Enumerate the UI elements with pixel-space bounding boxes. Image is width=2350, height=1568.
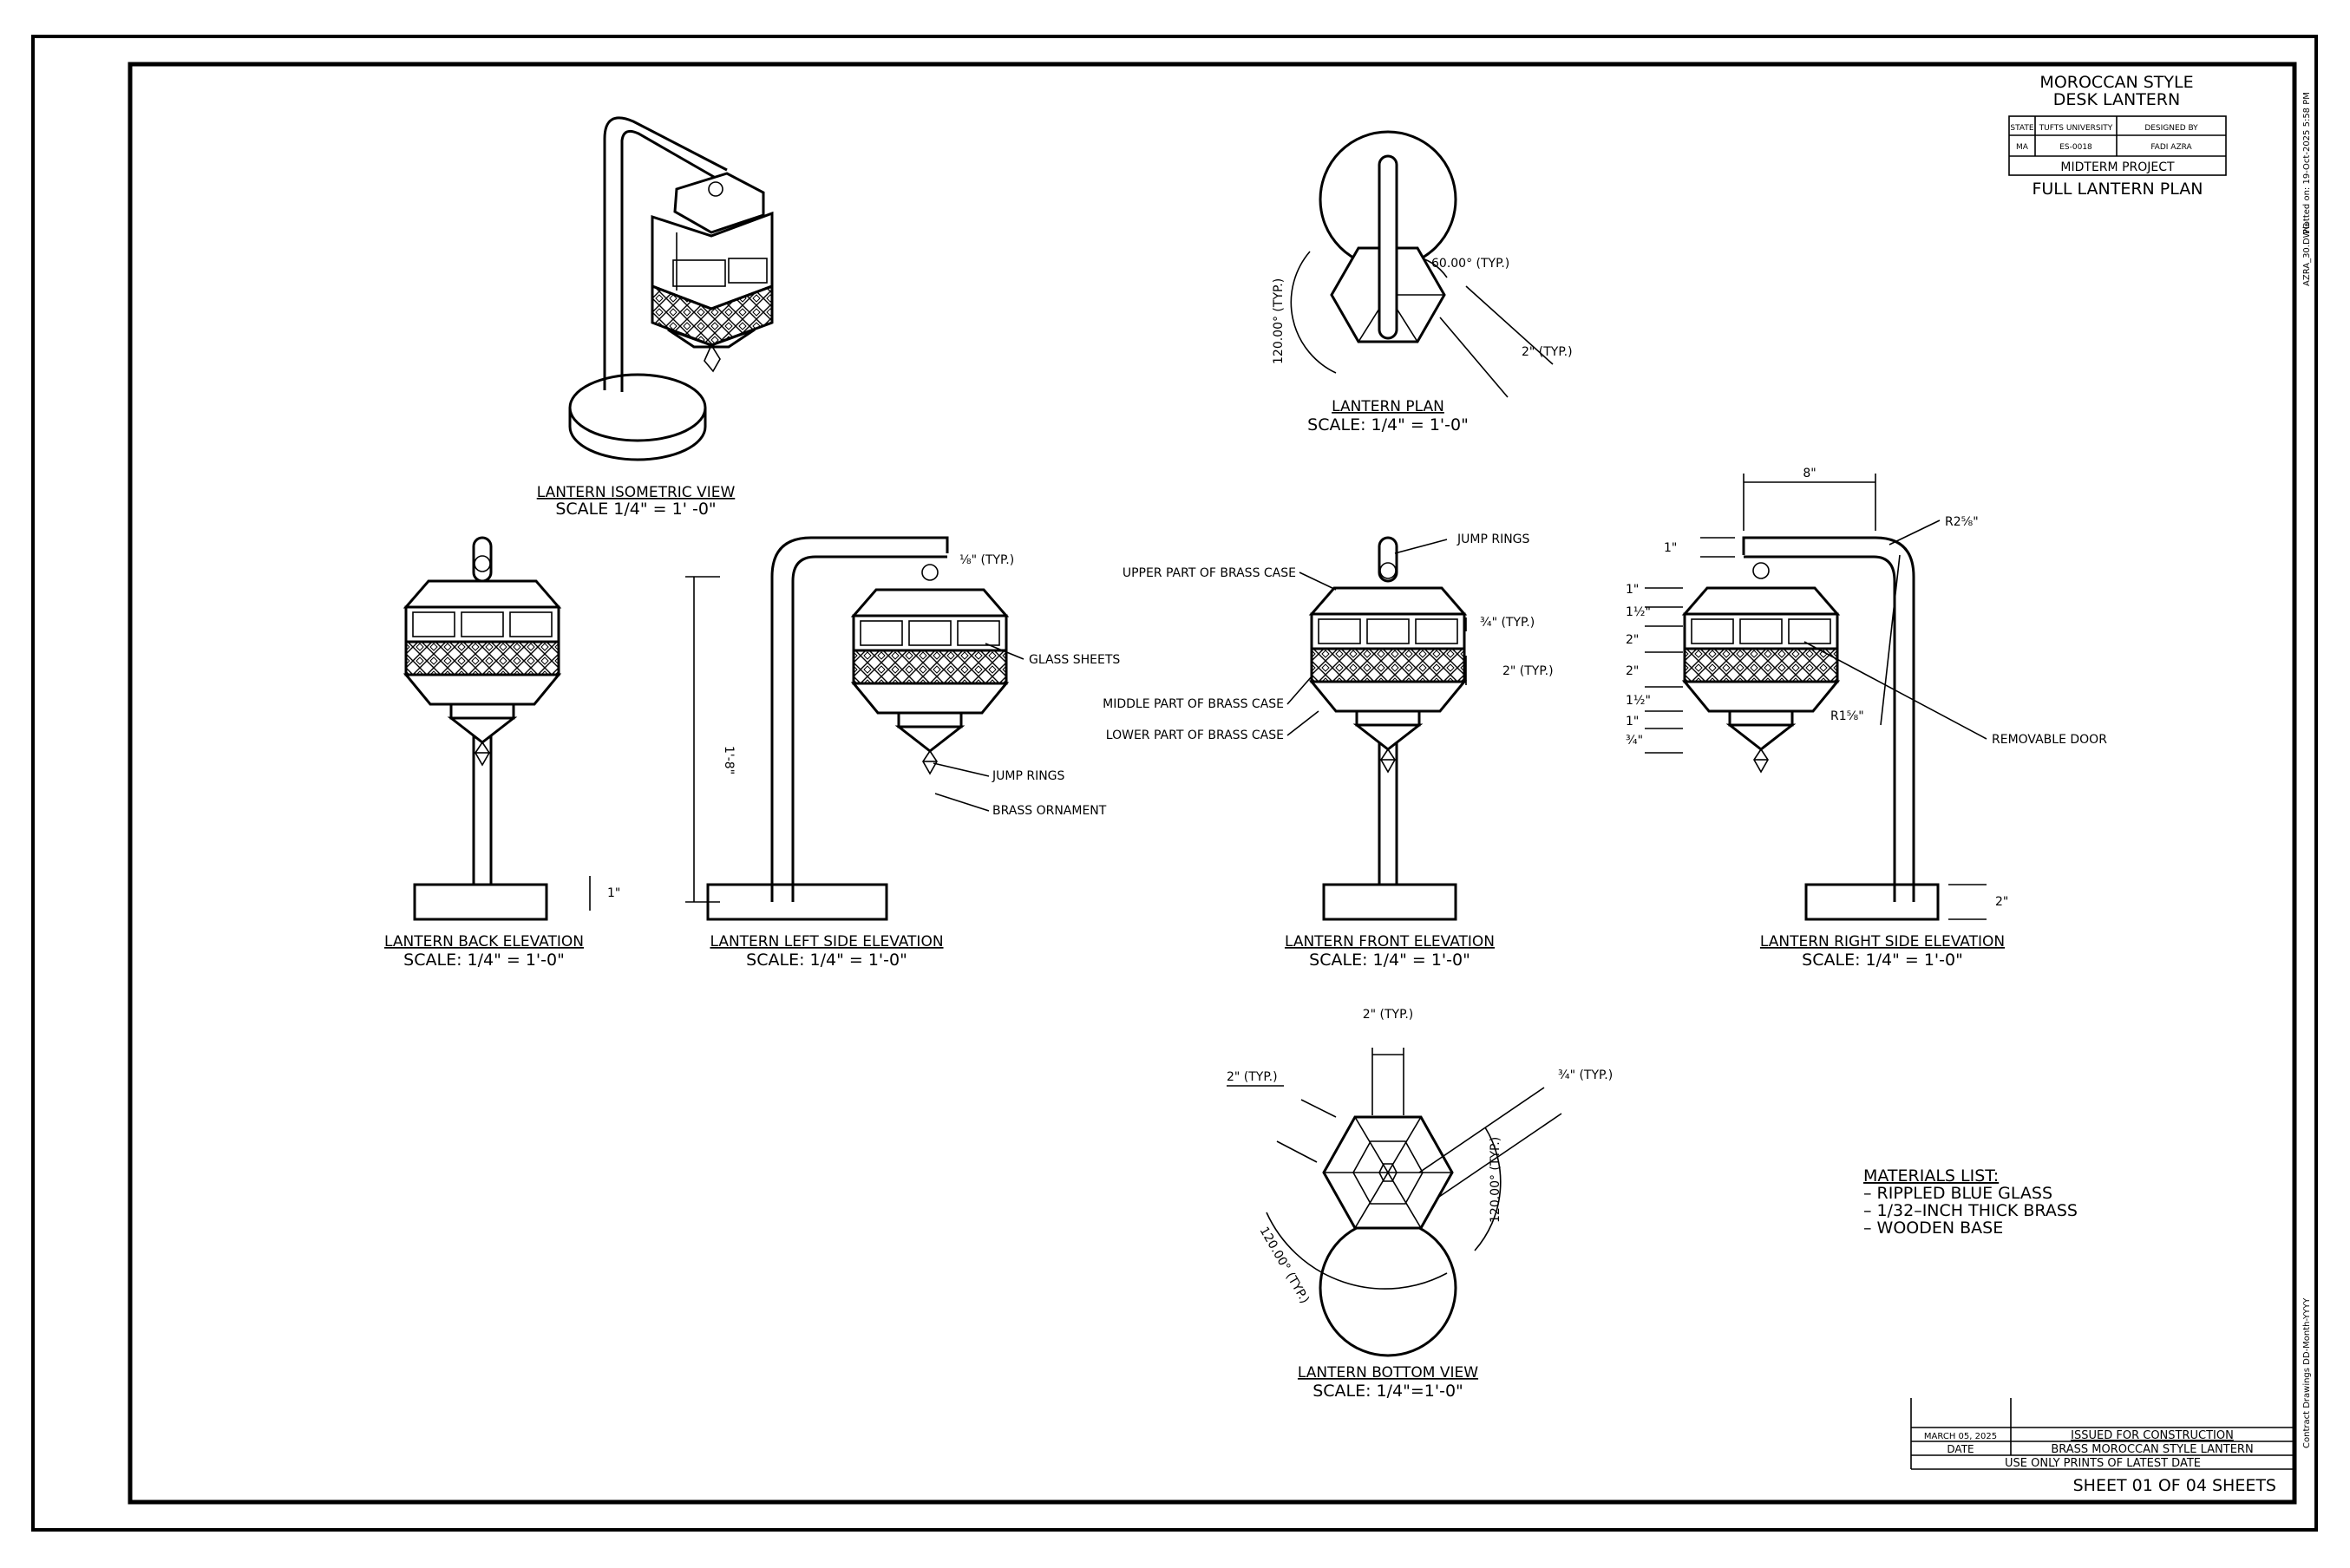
plan-scale: SCALE: 1/4" = 1'-0" [1307, 415, 1469, 434]
right-stack-1: 1" [1626, 583, 1639, 597]
plan-side-dim: 2" (TYP.) [1522, 345, 1573, 359]
right-title: LANTERN RIGHT SIDE ELEVATION [1760, 933, 2005, 951]
left-scale: SCALE: 1/4" = 1'-0" [746, 951, 907, 970]
front-middle-callout: MIDDLE PART OF BRASS CASE [1103, 697, 1284, 711]
right-stack-2: 1½" [1626, 605, 1651, 619]
right-side-elevation [1645, 474, 1987, 921]
inner-border [128, 62, 2297, 1505]
front-scale: SCALE: 1/4" = 1'-0" [1309, 951, 1470, 970]
left-side-elevation [685, 536, 1024, 921]
front-title: LANTERN FRONT ELEVATION [1285, 933, 1495, 951]
front-gap-dim: ¾" (TYP.) [1480, 616, 1535, 630]
revision-description: BRASS MOROCCAN STYLE LANTERN [2051, 1443, 2253, 1456]
left-ring-dim: ⅛" (TYP.) [959, 553, 1014, 567]
left-title: LANTERN LEFT SIDE ELEVATION [710, 933, 943, 951]
left-ornament-callout: BRASS ORNAMENT [992, 804, 1107, 818]
project-type: MIDTERM PROJECT [2060, 160, 2175, 174]
isometric-scale: SCALE 1/4" = 1' -0" [555, 500, 716, 519]
right-stack-5: 1½" [1626, 694, 1651, 708]
bottom-view [1227, 1048, 1562, 1357]
plan-angle-120: 120.00° (TYP.) [1272, 278, 1286, 364]
revision-date-value: MARCH 05, 2025 [1924, 1432, 1997, 1441]
right-scale: SCALE: 1/4" = 1'-0" [1802, 951, 1963, 970]
right-radius-inner: R1⅝" [1830, 709, 1864, 723]
right-base-dim: 2" [1995, 895, 2008, 909]
bottom-right-dim: ¾" (TYP.) [1558, 1068, 1613, 1082]
plan-title: LANTERN PLAN [1332, 398, 1444, 415]
bottom-top-dim: 2" (TYP.) [1363, 1008, 1414, 1022]
revision-issue: ISSUED FOR CONSTRUCTION [2071, 1429, 2234, 1442]
bottom-angle-left: 120.00° (TYP.) [1257, 1225, 1312, 1306]
plot-stamp: Plotted on: 19-Oct-2025 5:58 PM [2302, 92, 2312, 234]
front-elevation [1286, 536, 1467, 921]
right-door-callout: REMOVABLE DOOR [1992, 733, 2107, 747]
right-stack-4: 2" [1626, 664, 1639, 678]
contract-stamp: Contract Drawings DD-Month-YYYY [2302, 1297, 2312, 1448]
back-elevation [404, 536, 591, 921]
plan-angle-60: 60.00° (TYP.) [1431, 257, 1509, 271]
materials-item-1: – RIPPLED BLUE GLASS [1863, 1184, 2052, 1203]
front-jumprings-callout: JUMP RINGS [1456, 532, 1530, 546]
front-upper-callout: UPPER PART OF BRASS CASE [1123, 566, 1296, 580]
designer-value: FADI AZRA [2150, 143, 2192, 152]
state-value: MA [2016, 143, 2029, 152]
state-label: STATE [2010, 124, 2033, 133]
materials-item-3: – WOODEN BASE [1863, 1218, 2003, 1238]
materials-heading: MATERIALS LIST: [1863, 1166, 1999, 1186]
project-title-line1: MOROCCAN STYLE [2039, 73, 2193, 92]
right-radius-top: R2⅝" [1945, 515, 1979, 529]
revision-note: USE ONLY PRINTS OF LATEST DATE [2005, 1457, 2201, 1470]
isometric-view [568, 116, 774, 461]
outer-border [31, 35, 2318, 1532]
bottom-scale: SCALE: 1/4"=1'-0" [1312, 1382, 1463, 1401]
isometric-title: LANTERN ISOMETRIC VIEW [537, 484, 736, 501]
bottom-title: LANTERN BOTTOM VIEW [1298, 1364, 1478, 1382]
right-stack-7: ¾" [1626, 734, 1643, 748]
revision-date-label: DATE [1947, 1443, 1974, 1455]
designed-by-label: DESIGNED BY [2144, 124, 2198, 133]
title-block: MOROCCAN STYLE DESK LANTERN STATE MA TUF… [2008, 73, 2227, 199]
sheet-number: SHEET 01 OF 04 SHEETS [2073, 1476, 2276, 1495]
front-panel-dim: 2" (TYP.) [1502, 664, 1554, 678]
front-lower-callout: LOWER PART OF BRASS CASE [1106, 728, 1284, 742]
bottom-left-dim: 2" (TYP.) [1227, 1070, 1278, 1084]
back-title: LANTERN BACK ELEVATION [384, 933, 584, 951]
revision-block [1910, 1398, 2294, 1470]
right-width-dim: 8" [1803, 467, 1816, 480]
project-title-line2: DESK LANTERN [2053, 90, 2180, 109]
left-glass-callout: GLASS SHEETS [1029, 653, 1120, 667]
plan-view [1290, 130, 1554, 398]
course-value: ES-0018 [2059, 143, 2092, 152]
right-stack-6: 1" [1626, 715, 1639, 728]
sheet-title: FULL LANTERN PLAN [2032, 180, 2203, 199]
back-base-dim: 1" [607, 886, 620, 900]
school-label: TUFTS UNIVERSITY [2039, 124, 2113, 133]
left-height-dim: 1'-8" [722, 746, 736, 774]
materials-item-2: – 1/32–INCH THICK BRASS [1863, 1201, 2078, 1220]
right-offset-dim: 1" [1664, 541, 1677, 555]
right-stack-3: 2" [1626, 633, 1639, 647]
left-jumprings-callout: JUMP RINGS [992, 769, 1065, 783]
bottom-angle-right: 120.00° (TYP.) [1489, 1137, 1502, 1223]
file-stamp: AZRA_30.DWG [2302, 223, 2312, 286]
back-scale: SCALE: 1/4" = 1'-0" [403, 951, 565, 970]
